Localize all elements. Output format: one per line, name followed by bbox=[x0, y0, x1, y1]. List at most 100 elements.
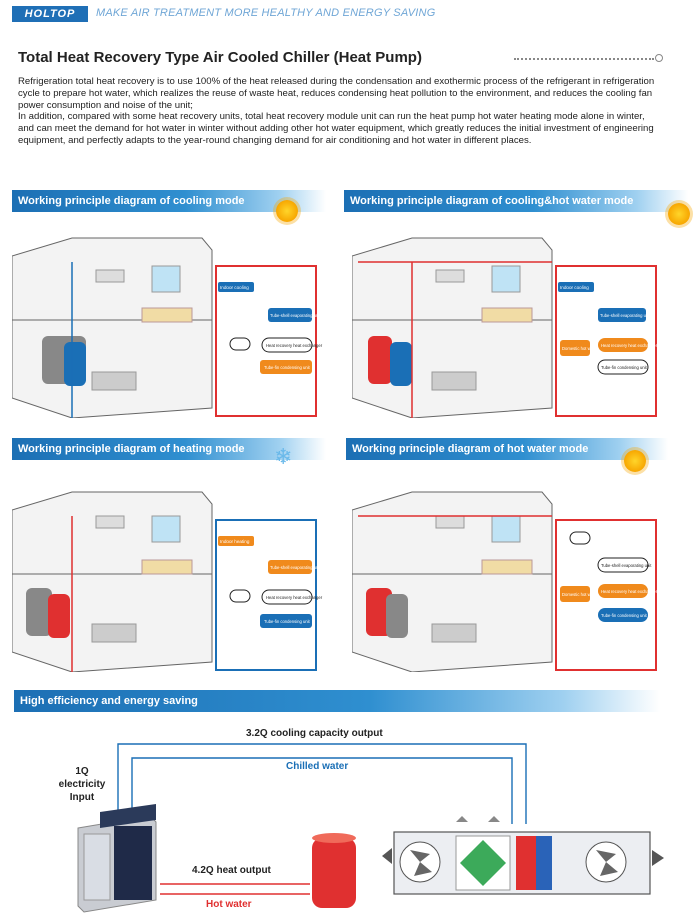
indoor-unit-icon bbox=[435, 269, 465, 283]
panel-indoor-cooling bbox=[558, 282, 594, 292]
chiller-fans bbox=[100, 804, 156, 828]
window-icon bbox=[151, 515, 181, 543]
house-outline bbox=[12, 237, 213, 418]
panel-evap-label: Tube-shell evaporating unit bbox=[270, 313, 321, 318]
hot-water-tank bbox=[312, 838, 356, 908]
damper-arrow bbox=[456, 816, 468, 822]
indoor-unit-icon bbox=[95, 515, 125, 529]
section-cooling-hot-water-header: Working principle diagram of cooling&hot… bbox=[344, 190, 688, 212]
chiller-side-panel bbox=[83, 833, 111, 901]
title-divider bbox=[514, 58, 654, 60]
section-cooling-header: Working principle diagram of cooling mod… bbox=[12, 190, 326, 212]
hot-water-label: Hot water bbox=[206, 899, 252, 910]
panel-indoor-cooling-label: Indoor cooling bbox=[560, 285, 589, 290]
panel-cond-label: Tube-fin condensing unit bbox=[264, 619, 311, 624]
panel-dhw bbox=[560, 340, 590, 356]
panel-hx-label: Heat recovery heat exchanger bbox=[266, 595, 323, 600]
tank-blue-icon bbox=[64, 342, 86, 386]
window-icon bbox=[491, 265, 521, 293]
panel-compressor bbox=[569, 531, 591, 545]
section-efficiency-header: High efficiency and energy saving bbox=[14, 690, 660, 712]
panel-evap bbox=[268, 560, 312, 574]
chilled-water-label: Chilled water bbox=[286, 761, 348, 772]
slogan: MAKE AIR TREATMENT MORE HEALTHY AND ENER… bbox=[96, 7, 436, 19]
panel-dhw-label: Domestic hot water bbox=[562, 592, 598, 597]
sun-icon bbox=[276, 200, 298, 222]
fan-blade bbox=[414, 862, 432, 876]
ahu-inlet-arrow bbox=[382, 848, 392, 864]
panel-indoor-cooling-label: Indoor cooling bbox=[220, 285, 249, 290]
efficiency-diagram: 3.2Q cooling capacity output Chilled wat… bbox=[59, 728, 664, 913]
damper-arrow bbox=[488, 816, 500, 822]
cooling-coil bbox=[536, 836, 552, 890]
brand-logo: HOLTOP bbox=[12, 6, 88, 22]
panel-evap-label: Tube-shell evaporating unit bbox=[601, 563, 652, 568]
sofa-icon bbox=[91, 623, 137, 643]
sun-icon bbox=[668, 203, 690, 225]
indoor-unit-icon bbox=[95, 269, 125, 283]
cooling-mode-diagram: Indoor cooling Tube-shell evaporating un… bbox=[12, 237, 323, 418]
page-title: Total Heat Recovery Type Air Cooled Chil… bbox=[18, 49, 422, 66]
panel-cond bbox=[598, 608, 648, 622]
panel-dhw bbox=[560, 586, 590, 602]
bed-icon bbox=[481, 307, 533, 323]
panel-hx-label: Heat recovery heat exchanger bbox=[601, 589, 658, 594]
sofa-icon bbox=[91, 371, 137, 391]
tank-blue-icon bbox=[390, 342, 412, 386]
top-bar bbox=[0, 0, 696, 28]
sofa-icon bbox=[431, 623, 477, 643]
cooling-output-label: 3.2Q cooling capacity output bbox=[246, 728, 383, 739]
panel-compressor bbox=[229, 589, 251, 603]
panel-cond bbox=[260, 360, 312, 374]
panel-evap-label: Tube-shell evaporating unit bbox=[270, 565, 321, 570]
panel-cond-label: Tube-fin condensing unit bbox=[601, 613, 648, 618]
panel-cond-label: Tube-fin condensing unit bbox=[264, 365, 311, 370]
tank-icon bbox=[26, 588, 52, 636]
electricity-label-3: Input bbox=[70, 792, 95, 803]
fan-blade bbox=[596, 850, 616, 862]
tank-red-icon bbox=[368, 336, 392, 384]
panel-indoor-heating bbox=[218, 536, 254, 546]
panel-evap-label: Tube-shell evaporating unit bbox=[600, 313, 651, 318]
sun-icon bbox=[624, 450, 646, 472]
fan-blade bbox=[410, 850, 430, 862]
chiller-coil bbox=[114, 826, 152, 900]
chilled-water-loop-inner bbox=[131, 757, 513, 826]
panel-hx bbox=[598, 584, 648, 598]
section-heating-header: Working principle diagram of heating mod… bbox=[12, 438, 326, 460]
panel-hx bbox=[261, 337, 313, 353]
electricity-label-1: 1Q bbox=[75, 766, 89, 777]
tank-red-icon bbox=[366, 588, 392, 636]
bed-icon bbox=[141, 559, 193, 575]
panel-evap bbox=[597, 557, 649, 573]
panel-evap bbox=[268, 308, 312, 322]
fan-blade bbox=[600, 862, 618, 876]
panel-dhw-label: Domestic hot water bbox=[562, 346, 598, 351]
heat-recovery-diamond bbox=[460, 840, 506, 886]
window-icon bbox=[151, 265, 181, 293]
panel-compressor bbox=[229, 337, 251, 351]
panel-indoor-cooling bbox=[218, 282, 254, 292]
tank-icon bbox=[386, 594, 408, 638]
panel-cond-label: Tube-fin condensing unit bbox=[601, 365, 648, 370]
bed-icon bbox=[481, 559, 533, 575]
hot-water-mode-diagram: Tube-shell evaporating unit Domestic hot… bbox=[352, 491, 658, 672]
panel-hx-label: Heat recovery heat exchanger bbox=[601, 343, 658, 348]
section-hot-water-header: Working principle diagram of hot water m… bbox=[346, 438, 668, 460]
heating-mode-diagram: Indoor heating Tube-shell evaporating un… bbox=[12, 491, 323, 672]
panel-cond bbox=[597, 359, 649, 375]
heating-coil bbox=[516, 836, 536, 890]
sofa-icon bbox=[431, 371, 477, 391]
panel-hx-label: Heat recovery heat exchanger bbox=[266, 343, 323, 348]
panel-evap bbox=[598, 308, 646, 322]
tank-red-icon bbox=[48, 594, 70, 638]
ahu-outlet-arrow bbox=[652, 850, 664, 866]
window-icon bbox=[491, 515, 521, 543]
panel-hx bbox=[261, 589, 313, 605]
intro-text: Refrigeration total heat recovery is to … bbox=[18, 76, 658, 147]
bed-icon bbox=[141, 307, 193, 323]
hot-water-tank-top bbox=[312, 833, 356, 843]
panel-hx bbox=[598, 338, 648, 352]
intro-paragraph-2: In addition, compared with some heat rec… bbox=[18, 111, 654, 146]
cooling-hot-water-diagram: Indoor cooling Tube-shell evaporating un… bbox=[352, 237, 658, 418]
